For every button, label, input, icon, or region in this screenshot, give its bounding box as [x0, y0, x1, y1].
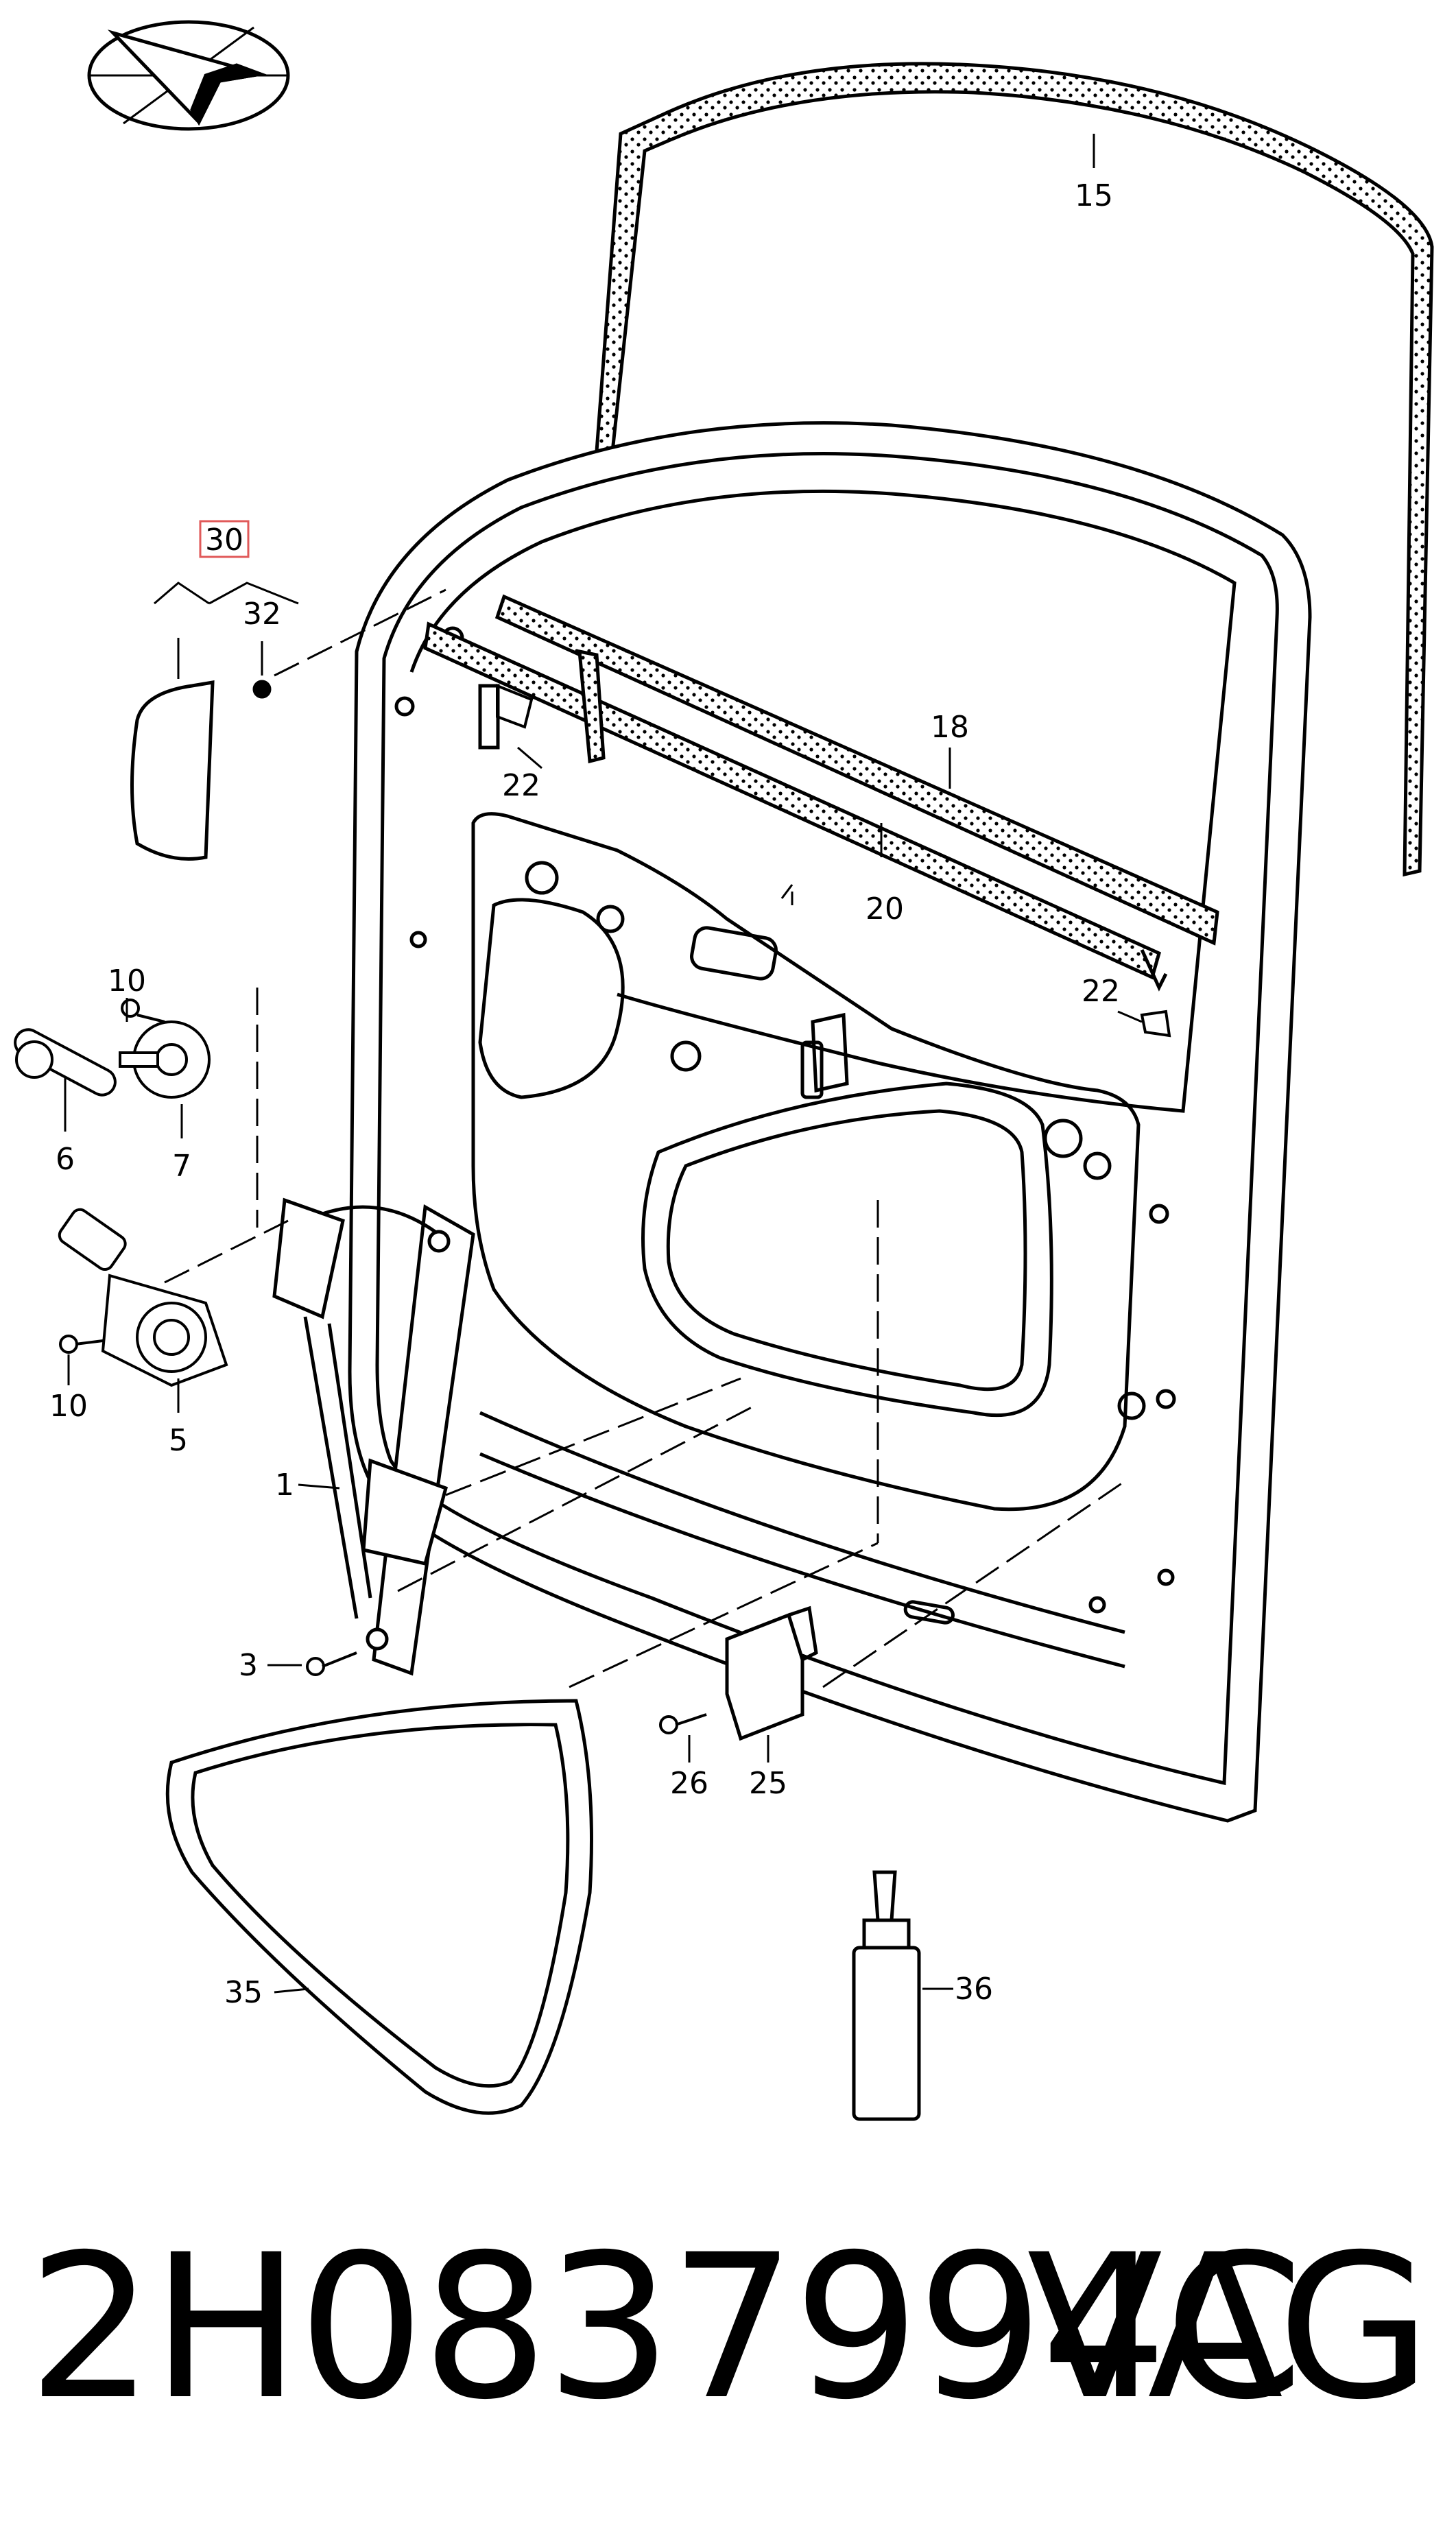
highlight-box: [199, 520, 250, 558]
bracket-clips: [496, 684, 1171, 1038]
callout-6[interactable]: 6: [56, 1142, 75, 1177]
callout-10-bottom[interactable]: 10: [49, 1389, 88, 1424]
callout-26[interactable]: 26: [670, 1766, 708, 1801]
assembly-lines: [164, 588, 1125, 1688]
bolts: [59, 999, 707, 1734]
part-number: 2H0837994C: [27, 2212, 1304, 2444]
callout-15[interactable]: 15: [1075, 178, 1113, 213]
sealant-tube: [852, 1870, 921, 2121]
callout-7[interactable]: 7: [172, 1149, 191, 1184]
callout-10-top[interactable]: 10: [108, 964, 146, 999]
callout-30[interactable]: 30: [205, 523, 243, 558]
belt-seals: [423, 594, 1219, 992]
exploded-view: 15 18 20 22 22 30 32 10 6 7 10 5 1 3 26 …: [14, 20, 1434, 2121]
callout-32[interactable]: 32: [243, 597, 281, 632]
window-regulator: [272, 1197, 475, 1676]
window-motor: [58, 1208, 228, 1387]
brand-label: VAG: [1027, 2212, 1431, 2444]
callout-22-top[interactable]: 22: [502, 768, 540, 803]
callout-22-right[interactable]: 22: [1082, 974, 1120, 1009]
callout-25[interactable]: 25: [749, 1766, 787, 1801]
check-strap-bracket: [725, 1605, 818, 1741]
callout-1[interactable]: 1: [275, 1468, 294, 1503]
window-crank: [14, 1020, 211, 1099]
callout-5[interactable]: 5: [169, 1423, 188, 1458]
mirror-trim-cover: [130, 680, 272, 861]
callout-35[interactable]: 35: [224, 1975, 263, 2010]
leader-lines: [64, 134, 1143, 1994]
callout-20[interactable]: 20: [866, 892, 904, 927]
door-panel: [348, 421, 1312, 1823]
callout-3[interactable]: 3: [239, 1648, 258, 1683]
callout-36[interactable]: 36: [955, 1972, 993, 2007]
callout-18[interactable]: 18: [931, 710, 969, 745]
window-seal: [588, 62, 1434, 877]
sealing-foil: [165, 1699, 593, 2115]
compass-arrow-icon: [87, 20, 290, 131]
